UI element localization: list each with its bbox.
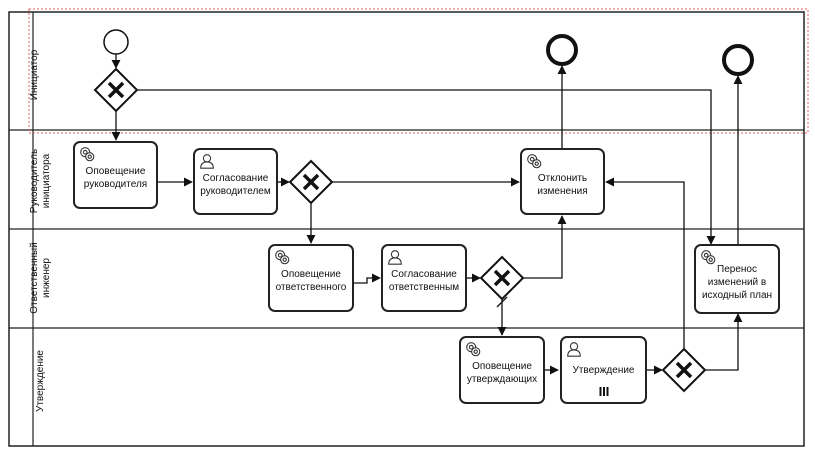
gear-icon <box>527 154 542 169</box>
sequence-flow[interactable] <box>705 313 743 371</box>
task-notify-responsible[interactable]: Оповещение ответственного <box>268 244 354 312</box>
exclusive-gateway[interactable] <box>661 347 707 393</box>
task-notify-manager[interactable]: Оповещение руководителя <box>73 141 158 209</box>
start-event[interactable] <box>103 29 129 55</box>
end-event[interactable] <box>546 34 578 66</box>
task-reject-changes[interactable]: Отклонить изменения <box>520 148 605 215</box>
lane-label-approval: Утверждение <box>35 350 46 413</box>
task-label: Перенос изменений в исходный план <box>701 263 773 301</box>
parallel-multi-instance-icon <box>599 387 608 396</box>
sequence-flow[interactable] <box>523 215 567 279</box>
task-approve-manager[interactable]: Согласование руководителем <box>193 148 278 215</box>
default-flow-marker <box>496 296 508 308</box>
sequence-flow[interactable] <box>353 273 381 284</box>
exclusive-gateway[interactable] <box>93 67 139 113</box>
end-event[interactable] <box>722 44 754 76</box>
task-label: Оповещение ответственного <box>275 269 347 293</box>
user-icon <box>200 154 214 169</box>
task-label: Согласование руководителем <box>200 172 271 197</box>
task-approve-responsible[interactable]: Согласование ответственным <box>381 244 467 312</box>
user-icon <box>567 342 581 357</box>
sequence-flow[interactable] <box>137 89 716 245</box>
user-icon <box>388 250 402 265</box>
sequence-flow[interactable] <box>605 177 685 349</box>
task-label: Отклонить изменения <box>537 172 588 197</box>
gear-icon <box>466 342 481 357</box>
task-transfer-changes[interactable]: Перенос изменений в исходный план <box>694 244 780 314</box>
task-label: Оповещение руководителя <box>83 166 148 190</box>
task-label: Оповещение утверждающих <box>466 361 538 385</box>
gear-icon <box>80 147 95 162</box>
task-label: Согласование ответственным <box>388 269 460 293</box>
selection-outline[interactable] <box>28 8 809 134</box>
task-label: Утверждение <box>572 364 635 376</box>
task-approval[interactable]: Утверждение <box>560 336 647 404</box>
gear-icon <box>701 250 716 265</box>
lane-label-engineer: Ответственный инженер <box>29 242 52 314</box>
task-notify-approvers[interactable]: Оповещение утверждающих <box>459 336 545 404</box>
lane-label-initiator: Инициатор <box>29 49 40 101</box>
gear-icon <box>275 250 290 265</box>
